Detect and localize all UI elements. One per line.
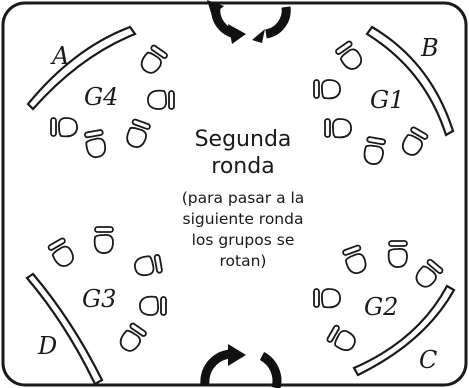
seat-icon [361, 135, 387, 167]
blackboard-a-label: A [50, 42, 69, 70]
round-title-line2: ronda [211, 154, 274, 179]
seat-icon [411, 257, 445, 292]
group-g3-label: G3 [82, 285, 116, 313]
seat-icon [325, 323, 359, 355]
blackboard-c [352, 284, 456, 377]
rotation-note-line2: siguiente ronda [183, 210, 304, 228]
blackboard-b-label: B [420, 34, 439, 62]
seat-icon [139, 295, 167, 316]
group-g4-label: G4 [84, 83, 118, 111]
seat-icon [137, 43, 169, 78]
seat-icon [46, 236, 78, 271]
seat-icon [132, 253, 164, 278]
seat-icon [387, 240, 408, 268]
seat-icon [123, 117, 152, 151]
blackboard-c-label: C [419, 346, 437, 374]
group-g2-label: G2 [364, 293, 398, 321]
seat-icon [50, 117, 78, 138]
seat-icon [341, 243, 370, 277]
seat-icon [147, 89, 175, 110]
blackboard-d [25, 272, 104, 386]
blackboard-b [365, 25, 455, 137]
rotation-note-line4: rotan) [220, 252, 267, 270]
seat-icon [313, 79, 341, 100]
rotation-arrow-bottom-icon [200, 344, 282, 388]
seat-icon [333, 39, 366, 74]
seat-icon [116, 321, 148, 356]
group-g1-label: G1 [370, 86, 404, 114]
seat-icon [324, 118, 352, 139]
rotation-arrow-top-icon [207, 0, 291, 44]
blackboard-d-label: D [37, 332, 57, 360]
rotation-note-line3: los grupos se [192, 231, 295, 249]
seat-icon [313, 288, 341, 309]
seat-icon [93, 226, 114, 254]
rotation-note-line1: (para pasar a la [182, 189, 305, 207]
round-title-line1: Segunda [195, 127, 292, 152]
seat-icon [83, 128, 108, 160]
seat-icon [398, 125, 430, 159]
blackboard-a [26, 25, 137, 111]
